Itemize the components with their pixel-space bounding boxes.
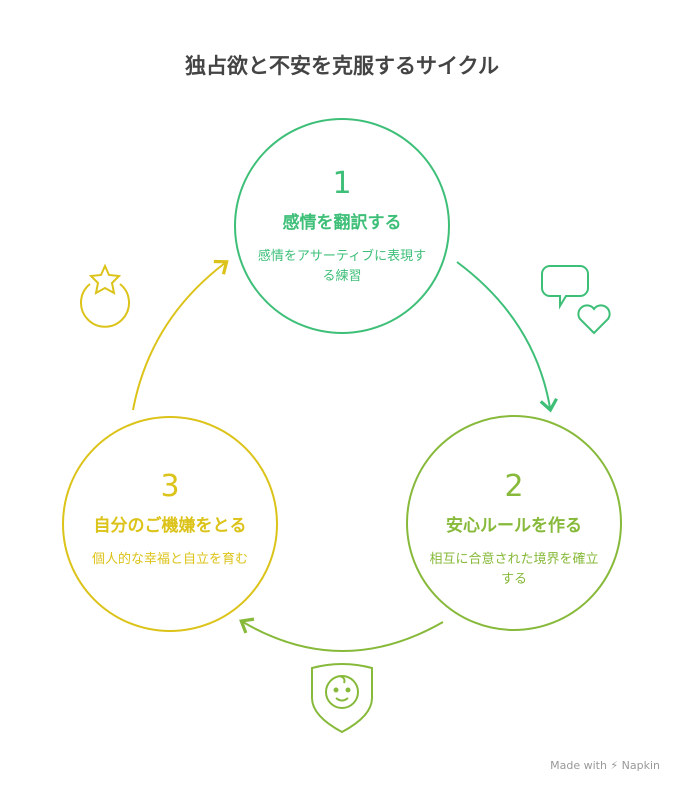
step-number: 2	[504, 468, 524, 504]
step-heading: 自分のご機嫌をとる	[93, 515, 247, 536]
step1-circle	[234, 118, 450, 334]
speech-heart-icon	[541, 265, 611, 335]
step-heading: 感情を翻訳する	[282, 212, 402, 233]
arrow-3-to-1	[132, 259, 229, 411]
step2-circle	[406, 415, 622, 631]
diagram-title: 独占欲と不安を克服するサイクル	[185, 54, 499, 78]
step-heading: 安心ルールを作る	[446, 515, 582, 536]
step-number: 3	[160, 468, 180, 504]
baby-shield-icon	[311, 663, 373, 734]
star-circle-icon	[80, 263, 130, 328]
step3-circle	[62, 416, 278, 632]
step-description: 感情をアサーティブに表現する練習	[257, 248, 427, 284]
step-3-node: 3 自分のご機嫌をとる 個人的な幸福と自立を育む	[63, 412, 277, 626]
napkin-credit[interactable]: Made with ⚡ Napkin	[550, 759, 660, 772]
step-2-node: 2 安心ルールを作る 相互に合意された境界を確立する	[407, 422, 621, 636]
step-description: 個人的な幸福と自立を育む	[91, 551, 248, 567]
arrow-2-to-3	[239, 617, 444, 652]
step-1-node: 1 感情を翻訳する 感情をアサーティブに表現する練習	[235, 119, 449, 333]
arrow-1-to-2	[456, 261, 558, 413]
step-description: 相互に合意された境界を確立する	[429, 551, 599, 587]
step-number: 1	[332, 165, 352, 201]
